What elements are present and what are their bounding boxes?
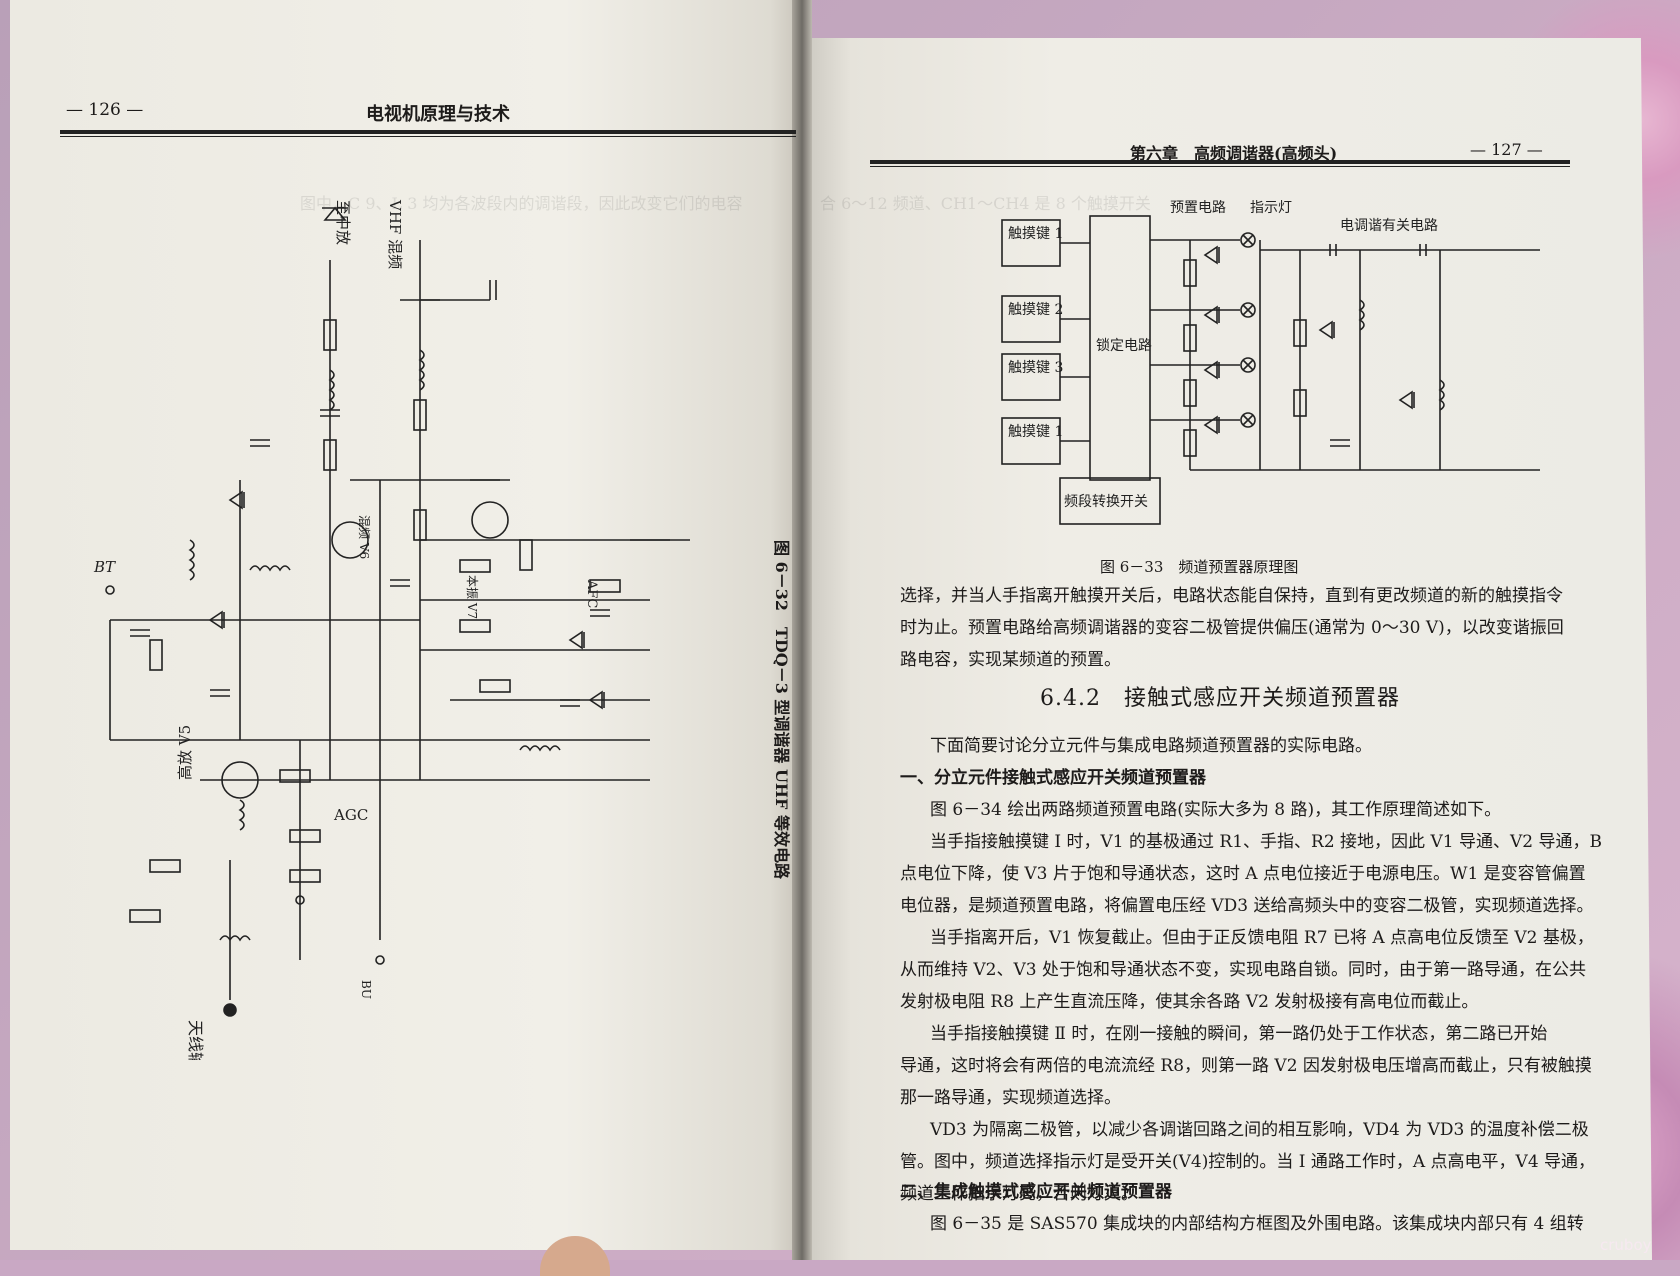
header-rule: [60, 130, 796, 134]
text-line: 频道工作指示灯亮，否则灯灭。: [900, 1184, 1138, 1204]
uhf-equivalent-circuit-schematic: 至中放 VHF 混频 BT AGC BU AFC 天线输入 高放 V5 混频 V…: [93, 199, 690, 1060]
label-rf-amp: 高放 V5: [176, 725, 194, 780]
page-number: — 127 —: [1470, 140, 1543, 159]
tuning-circuit-label: 电调谐有关电路: [1340, 218, 1438, 234]
text-line: 那一路导通，实现频道选择。: [900, 1088, 1121, 1108]
text-line: 导通，这时将会有两倍的电流流经 R8，则第一路 V2 因发射极电压增高而截止，只…: [900, 1056, 1592, 1076]
bleed-through-text: 图中，C 9、L 3 均为各波段内的调谐段，因此改变它们的电容: [300, 194, 743, 213]
paragraph-integrated: 二、集成触摸式感应开关频道预置器 图 6－35 是 SAS570 集成块的内部结…: [900, 1176, 1584, 1240]
watermark: cruboy: [1600, 1236, 1652, 1254]
indicator-label: 指示灯: [1250, 200, 1292, 216]
running-title: 第六章 高频调谐器(高频头): [1130, 144, 1338, 163]
right-page: [800, 38, 1652, 1260]
label-to-if: 至中放: [334, 200, 352, 245]
text-line: 从而维持 V2、V3 处于饱和导通状态不变，实现电路自锁。同时，由于第一路导通，…: [900, 960, 1586, 980]
touch-key-3-label: 触摸键 3: [1008, 360, 1063, 376]
channel-preset-diagram: 触摸键 1 触摸键 2 触摸键 3 触摸键 1 锁定电路 预置电路 指示灯 电调…: [1001, 200, 1540, 525]
figure-caption-right: 图 6－33 频道预置器原理图: [1100, 558, 1299, 576]
subheading-integrated: 二、集成触摸式感应开关频道预置器: [900, 1182, 1172, 1202]
paragraph-discrete: 下面简要讨论分立元件与集成电路频道预置器的实际电路。 一、分立元件接触式感应开关…: [900, 730, 1602, 1210]
label-local-osc: 本振 V7: [465, 575, 479, 619]
paragraph-preset-intro: 选择，并当人手指离开触摸开关后，电路状态能自保持，直到有更改频道的新的触摸指令 …: [900, 580, 1564, 676]
text-line: 管。图中，频道选择指示灯是受开关(V4)控制的。当 Ⅰ 通路工作时，A 点高电平…: [900, 1152, 1596, 1172]
label-antenna: 天线输入: [186, 1020, 205, 1060]
touch-key-1-label: 触摸键 1: [1008, 226, 1063, 242]
text-line: 图 6－35 是 SAS570 集成块的内部结构方框图及外围电路。该集成块内部只…: [930, 1214, 1584, 1234]
text-line: 下面简要讨论分立元件与集成电路频道预置器的实际电路。: [930, 736, 1372, 756]
page-number: — 126 —: [66, 100, 144, 120]
text-line: 发射极电阻 R8 上产生直流压降，使其余各路 V2 发射极接有高电位而截止。: [900, 992, 1479, 1012]
section-title: 6.4.2 接触式感应开关频道预置器: [1040, 686, 1400, 711]
text-line: 点电位下降，使 V3 片于饱和导通状态，这时 A 点电位接近于电源电压。W1 是…: [900, 864, 1586, 884]
left-page: [10, 0, 802, 1250]
text-line: 当手指接触摸键 Ⅱ 时，在刚一接触的瞬间，第一路仍处于工作状态，第二路已开始: [930, 1024, 1548, 1044]
header-rule: [870, 166, 1570, 167]
text-line: 电位器，是频道预置电路，将偏置电压经 VD3 送给高频头中的变容二极管，实现频道…: [900, 896, 1594, 916]
header-rule: [60, 136, 796, 137]
label-bt: BT: [93, 558, 116, 576]
text-line: 选择，并当人手指离开触摸开关后，电路状态能自保持，直到有更改频道的新的触摸指令: [900, 586, 1563, 606]
book-spine: [792, 0, 812, 1260]
text-line: 图 6－34 绘出两路频道预置电路(实际大多为 8 路)，其工作原理简述如下。: [930, 800, 1502, 820]
figure-caption-left: 图 6－32 TDQ－3 型调谐器 UHF 等效电路: [772, 540, 791, 879]
band-switch-label: 频段转换开关: [1064, 493, 1148, 510]
label-mixer: 混频 V6: [357, 515, 371, 559]
preset-circuit-label: 预置电路: [1170, 200, 1226, 216]
text-line: 当手指离开后，V1 恢复截止。但由于正反馈电阻 R7 已将 A 点高电位反馈至 …: [930, 928, 1594, 948]
label-vhf-mix: VHF 混频: [386, 199, 404, 269]
header-rule: [870, 160, 1570, 164]
running-title: 电视机原理与技术: [366, 104, 510, 125]
latch-circuit-label: 锁定电路: [1096, 338, 1152, 354]
subheading-discrete: 一、分立元件接触式感应开关频道预置器: [900, 768, 1206, 788]
label-agc: AGC: [333, 806, 368, 824]
text-line: 路电容，实现某频道的预置。: [900, 650, 1121, 670]
bleed-through-text: 合 6～12 频道、CH1～CH4 是 8 个触摸开关: [820, 194, 1151, 213]
touch-key-2-label: 触摸键 2: [1008, 302, 1063, 318]
label-afc: AFC: [584, 579, 599, 608]
touch-key-4-label: 触摸键 1: [1008, 424, 1063, 440]
text-line: 时为止。预置电路给高频调谐器的变容二极管提供偏压(通常为 0～30 V)，以改变…: [900, 618, 1564, 638]
label-bu: BU: [359, 980, 373, 999]
text-line: VD3 为隔离二极管，以减少各调谐回路之间的相互影响，VD4 为 VD3 的温度…: [930, 1120, 1589, 1140]
text-line: 当手指接触摸键 Ⅰ 时，V1 的基极通过 R1、手指、R2 接地，因此 V1 导…: [930, 832, 1602, 852]
